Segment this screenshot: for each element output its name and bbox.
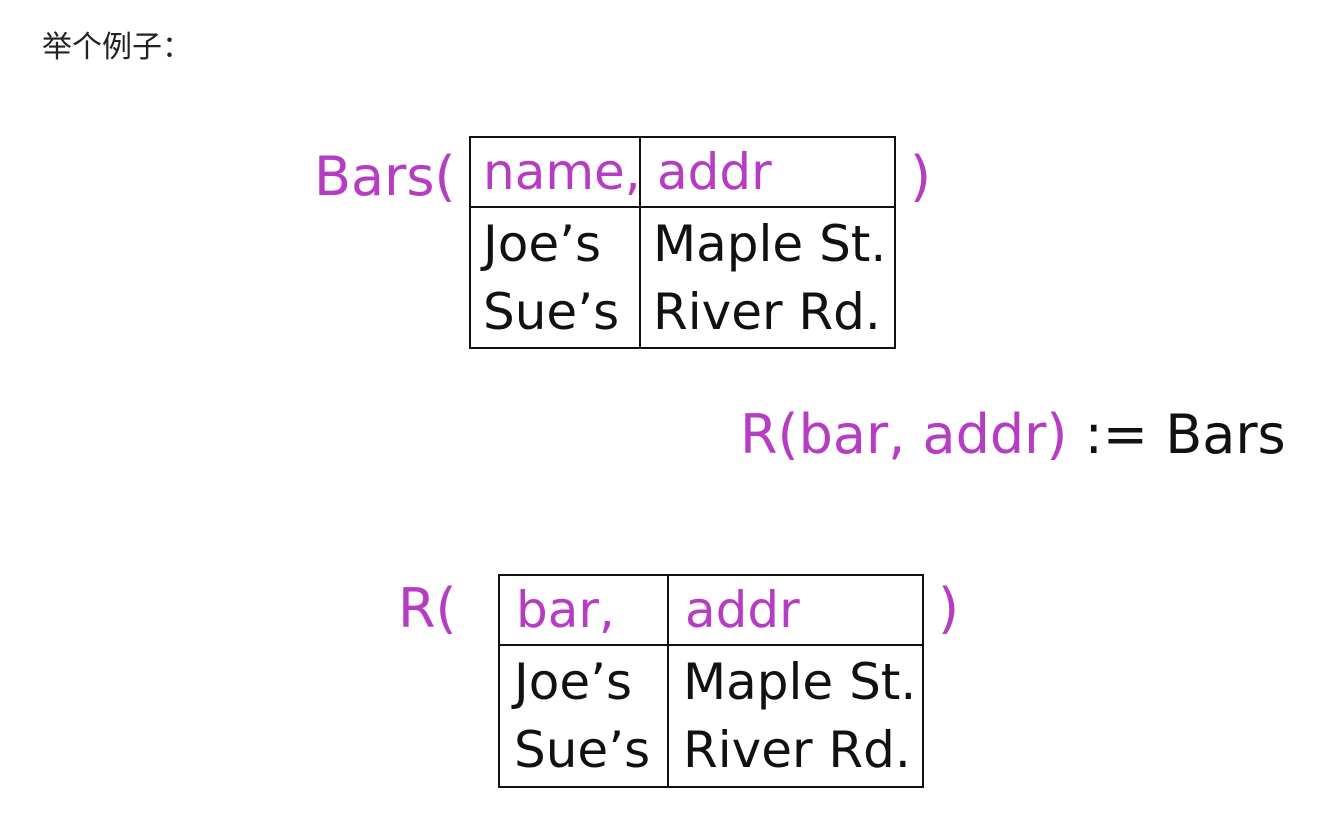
table-header-name: name, bbox=[471, 138, 641, 208]
table-column-bar-values: Joe’s Sue’s bbox=[500, 646, 669, 786]
table-cell: Joe’s bbox=[514, 653, 633, 711]
relation-name-r: R( bbox=[398, 577, 457, 640]
table-cell: Maple St. bbox=[683, 653, 917, 711]
table-cell: Joe’s bbox=[483, 214, 602, 273]
r-relation-table: bar, addr Joe’s Sue’s Maple St. River Rd… bbox=[498, 574, 924, 788]
table-header-bar: bar, bbox=[500, 576, 669, 646]
close-paren-r: ) bbox=[938, 577, 960, 640]
assignment-operator: := bbox=[1084, 403, 1149, 466]
intro-heading: 举个例子： bbox=[42, 30, 192, 65]
rename-assignment: R(bar, addr) := Bars bbox=[740, 408, 1286, 462]
table-cell: Maple St. bbox=[653, 214, 887, 273]
table-cell: River Rd. bbox=[653, 282, 881, 341]
table-cell: River Rd. bbox=[683, 721, 911, 779]
assignment-rhs: Bars bbox=[1165, 403, 1286, 466]
bars-relation-table: name, addr Joe’s Sue’s Maple St. River R… bbox=[469, 136, 896, 349]
table-cell: Sue’s bbox=[483, 282, 620, 341]
relation-name-bars: Bars( bbox=[314, 145, 456, 208]
table-column-name-values: Joe’s Sue’s bbox=[471, 208, 641, 347]
table-header-addr: addr bbox=[669, 576, 924, 646]
table-cell: Sue’s bbox=[514, 721, 651, 779]
assignment-lhs: R(bar, addr) bbox=[740, 403, 1068, 466]
close-paren-bars: ) bbox=[910, 145, 932, 208]
table-header-addr: addr bbox=[641, 138, 896, 208]
table-column-addr-values: Maple St. River Rd. bbox=[641, 208, 896, 347]
table-column-addr-values: Maple St. River Rd. bbox=[669, 646, 924, 786]
